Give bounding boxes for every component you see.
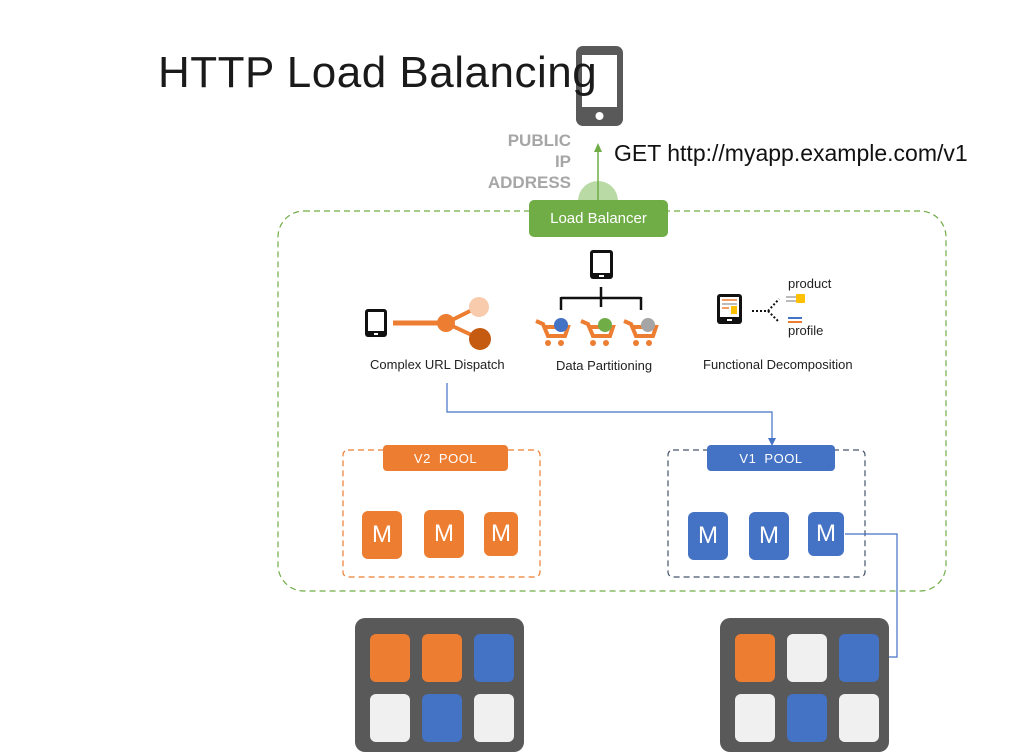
feature-label-data-partitioning: Data Partitioning xyxy=(556,358,653,373)
cluster-boundary xyxy=(277,210,947,592)
v2-instance: M xyxy=(484,512,518,556)
branch-label-profile: profile xyxy=(788,323,824,338)
node-vm-left xyxy=(355,618,524,752)
node-slot-empty xyxy=(787,634,827,682)
dispatch-to-v1-connector xyxy=(446,383,773,440)
node-slot-blue xyxy=(474,634,514,682)
node-slot-blue xyxy=(787,694,827,742)
feature-label-url-dispatch: Complex URL Dispatch xyxy=(370,357,505,372)
page-title: HTTP Load Balancing xyxy=(158,48,598,97)
cart-icon xyxy=(535,318,571,346)
feature-label-functional-decomposition: Functional Decomposition xyxy=(703,357,853,372)
smartphone-icon xyxy=(576,46,623,126)
v1-instance: M xyxy=(688,512,728,560)
node-slot-empty xyxy=(839,694,879,742)
cart-icon xyxy=(623,318,659,346)
public-ip-line: PUBLIC xyxy=(507,131,571,150)
url-dispatch-icon xyxy=(365,297,491,350)
functional-decomposition-icon xyxy=(717,294,805,324)
node-slot-blue xyxy=(839,634,879,682)
node-slot-orange xyxy=(735,634,775,682)
public-ip-line: ADDRESS xyxy=(487,173,571,192)
v1-instance: M xyxy=(749,512,789,560)
public-ip-label: PUBLIC IP ADDRESS xyxy=(470,130,571,193)
v2-instance: M xyxy=(424,510,464,558)
arrow-head-down xyxy=(768,438,776,446)
v1-instance: M xyxy=(808,512,844,556)
node-slot-orange xyxy=(422,634,462,682)
node-slot-blue xyxy=(422,694,462,742)
node-slot-empty xyxy=(735,694,775,742)
node-slot-empty xyxy=(474,694,514,742)
node-slot-empty xyxy=(370,694,410,742)
v1-pool-label: V1 POOL xyxy=(707,445,835,471)
node-slot-orange xyxy=(370,634,410,682)
request-label: GET http://myapp.example.com/v1 xyxy=(614,140,968,166)
v2-pool-label: V2 POOL xyxy=(383,445,508,471)
arrow-head-up xyxy=(594,143,602,152)
public-ip-line: IP xyxy=(554,152,571,171)
cart-icon xyxy=(580,318,616,346)
v2-instance: M xyxy=(362,511,402,559)
node-vm-right xyxy=(720,618,889,752)
load-balancer-node: Load Balancer xyxy=(529,200,668,237)
data-partitioning-icon xyxy=(535,250,659,346)
branch-label-product: product xyxy=(788,276,832,291)
